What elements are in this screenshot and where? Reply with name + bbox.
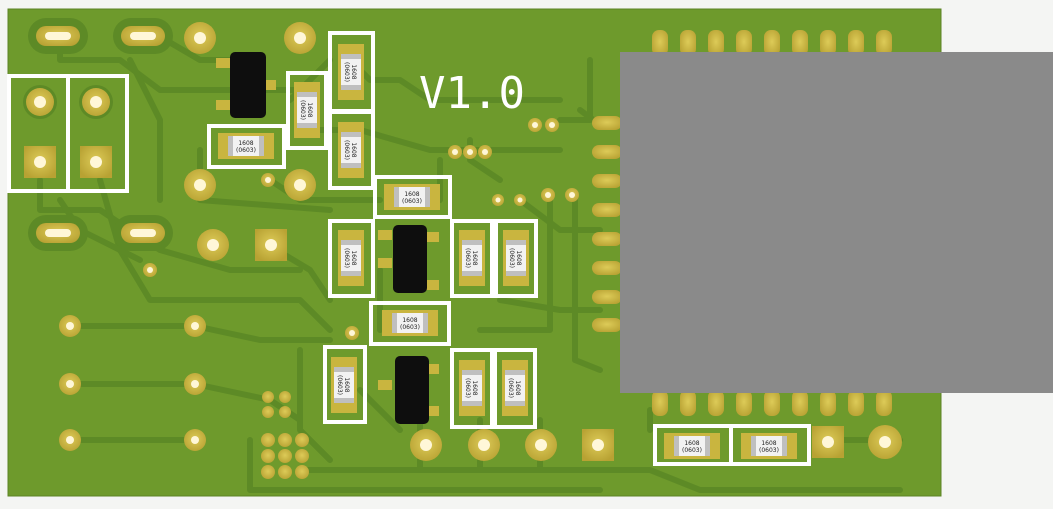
resistor-marking: 1608(0603) bbox=[343, 140, 357, 160]
transistor-q2 bbox=[378, 225, 439, 293]
wireless-module bbox=[620, 52, 1053, 393]
resistor-r11: 1608(0603) bbox=[459, 360, 485, 416]
silkscreen-outlines bbox=[207, 31, 811, 466]
resistor-r8: 1608(0603) bbox=[503, 230, 529, 286]
resistor-r5: 1608(0603) bbox=[384, 184, 440, 210]
resistor-r6: 1608(0603) bbox=[338, 230, 364, 286]
transistor-q3 bbox=[378, 356, 439, 424]
resistor-marking: 1608(0603) bbox=[682, 440, 702, 454]
resistor-marking: 1608(0603) bbox=[464, 248, 478, 268]
resistor-marking: 1608(0603) bbox=[508, 248, 522, 268]
resistor-r3: 1608(0603) bbox=[338, 122, 364, 178]
via-cluster bbox=[261, 391, 309, 479]
left-connector bbox=[7, 74, 129, 193]
resistor-marking: 1608(0603) bbox=[343, 62, 357, 82]
resistor-marking: 1608(0603) bbox=[464, 378, 478, 398]
resistor-marking: 1608(0603) bbox=[299, 100, 313, 120]
resistor-r1: 1608(0603) bbox=[338, 44, 364, 100]
resistor-r9: 1608(0603) bbox=[382, 310, 438, 336]
resistor-marking: 1608(0603) bbox=[336, 375, 350, 395]
resistors: 1608(0603) 1608(0603) 1608(0603) 1608(0603)… bbox=[218, 44, 797, 459]
resistor-r4: 1608(0603) bbox=[218, 133, 274, 159]
resistor-r10: 1608(0603) bbox=[331, 357, 357, 413]
resistor-r7: 1608(0603) bbox=[459, 230, 485, 286]
resistor-r13: 1608(0603) bbox=[664, 433, 720, 459]
resistor-marking: 1608(0603) bbox=[507, 378, 521, 398]
slot-pads bbox=[28, 18, 173, 251]
transistor-q1 bbox=[216, 52, 276, 118]
version-label: V1.0 bbox=[419, 68, 525, 119]
resistor-r14: 1608(0603) bbox=[741, 433, 797, 459]
resistor-marking: 1608(0603) bbox=[343, 248, 357, 268]
round-pads bbox=[184, 22, 902, 461]
module-pads bbox=[592, 30, 892, 416]
resistor-marking: 1608(0603) bbox=[759, 440, 779, 454]
resistor-marking: 1608(0603) bbox=[400, 317, 420, 331]
small-pads bbox=[59, 118, 579, 451]
resistor-marking: 1608(0603) bbox=[236, 140, 256, 154]
resistor-r2: 1608(0603) bbox=[294, 82, 320, 138]
resistor-r12: 1608(0603) bbox=[502, 360, 528, 416]
resistor-marking: 1608(0603) bbox=[402, 191, 422, 205]
